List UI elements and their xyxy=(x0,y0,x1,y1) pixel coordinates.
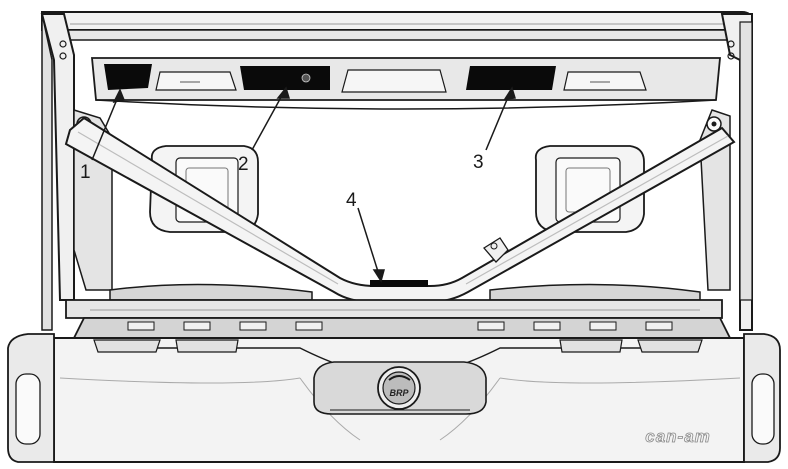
right-cage-pillar xyxy=(720,13,753,331)
callout-3: 3 xyxy=(473,152,484,173)
roof-header-panel xyxy=(91,57,721,110)
left-tail-light xyxy=(7,333,55,463)
roll-cage-top-bar xyxy=(41,11,753,41)
leader-4 xyxy=(357,207,381,279)
arrow-2-icon xyxy=(276,86,291,99)
emblem-label: BRP xyxy=(389,388,409,398)
cargo-box-rim xyxy=(72,317,732,339)
right-tail-light xyxy=(743,333,781,463)
callout-2: 2 xyxy=(238,154,249,175)
leader-1 xyxy=(91,91,121,161)
dark-cutouts xyxy=(104,64,556,90)
arrow-4-icon xyxy=(372,269,385,283)
brp-emblem: BRP xyxy=(377,366,421,410)
left-cage-pillar xyxy=(40,13,75,331)
leader-3 xyxy=(485,89,512,151)
cab-rear-frame xyxy=(65,299,723,319)
arrow-1-icon xyxy=(112,88,126,104)
center-label-plate xyxy=(370,280,428,287)
arrow-3-icon xyxy=(503,86,516,100)
leader-2 xyxy=(251,89,286,151)
callout-1: 1 xyxy=(80,162,91,183)
callout-4: 4 xyxy=(346,190,357,211)
can-am-logo: can-am xyxy=(645,427,711,446)
seat-backs xyxy=(109,283,701,301)
callout-leaders xyxy=(91,86,516,283)
